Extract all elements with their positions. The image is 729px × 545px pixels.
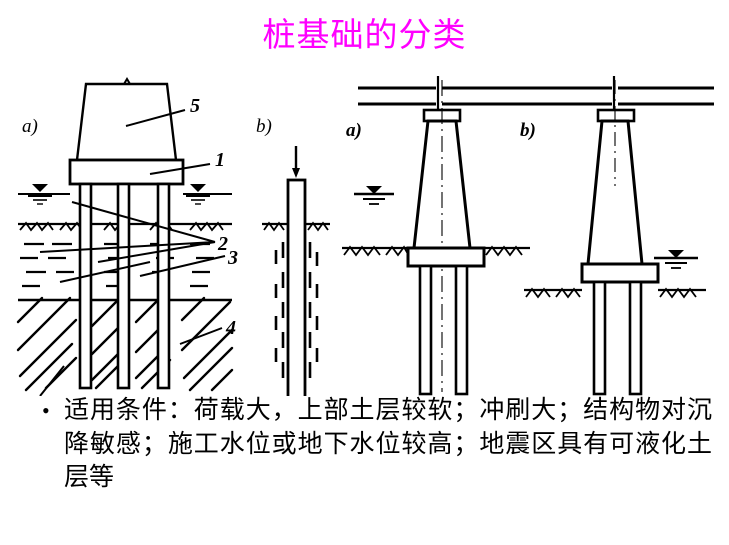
- bullet-paragraph-text: 适用条件：荷载大，上部土层较软；冲刷大；结构物对沉降敏感；施工水位或地下水位较高…: [64, 397, 712, 491]
- callout-1: 1: [215, 149, 225, 171]
- ground-hatching-b: [263, 221, 329, 232]
- side-friction-arrows-left: [274, 242, 285, 378]
- callout-2: 2: [217, 233, 228, 255]
- pier-body: [75, 82, 178, 162]
- sublabel-right-a: a): [346, 120, 362, 141]
- pile-cap-a: [406, 246, 486, 268]
- pile-middle: [116, 182, 131, 390]
- callout-leader-lines: [39, 109, 226, 396]
- bullet-marker: •: [42, 398, 50, 423]
- ground-hatching-b2: [525, 287, 697, 299]
- water-level-symbol-right: [186, 184, 210, 205]
- pile-left: [78, 182, 93, 390]
- pile-foundation-diagrams: 5 1 2 3 4 a) b): [16, 76, 714, 396]
- ground-hatching-a: [343, 245, 523, 257]
- callout-5: 5: [190, 95, 200, 117]
- callout-4: 4: [225, 317, 236, 339]
- bridge-deck-right: [618, 86, 714, 106]
- figure-right-a: a): [342, 76, 612, 396]
- figure-left-b: b): [256, 116, 330, 396]
- bridge-deck-left: [358, 86, 436, 106]
- bullet-paragraph: • 适用条件：荷载大，上部土层较软；冲刷大；结构物对沉降敏感；施工水位或地下水位…: [40, 394, 712, 495]
- pier-top-notch: [123, 77, 131, 85]
- callout-3: 3: [227, 247, 238, 269]
- bedrock-hatching: [16, 296, 234, 392]
- bearing-block-b: [596, 108, 636, 123]
- bridge-deck-center: [442, 86, 612, 106]
- sublabel-left-b: b): [256, 116, 272, 137]
- figure-area: 5 1 2 3 4 a) b): [0, 66, 729, 396]
- pile-a-right: [454, 264, 469, 396]
- pile-cap-b: [580, 262, 660, 284]
- side-friction-arrows-right: [308, 242, 319, 378]
- pile-b-left: [592, 280, 607, 396]
- figure-left-a: 5 1 2 3 4 a): [16, 77, 238, 396]
- water-level-symbol-a: [354, 186, 394, 205]
- pile-a-left: [418, 264, 433, 396]
- friction-pile-shaft: [286, 178, 307, 396]
- pile-right: [156, 182, 171, 390]
- figure-right-b: b): [520, 76, 714, 396]
- water-level-symbol-left: [28, 184, 52, 205]
- load-arrow: [292, 146, 300, 178]
- water-level-symbol-b: [654, 250, 698, 269]
- page-title: 桩基础的分类: [262, 18, 467, 54]
- sublabel-left-a: a): [22, 116, 38, 137]
- pile-b-right: [628, 280, 643, 396]
- sublabel-right-b: b): [520, 120, 536, 141]
